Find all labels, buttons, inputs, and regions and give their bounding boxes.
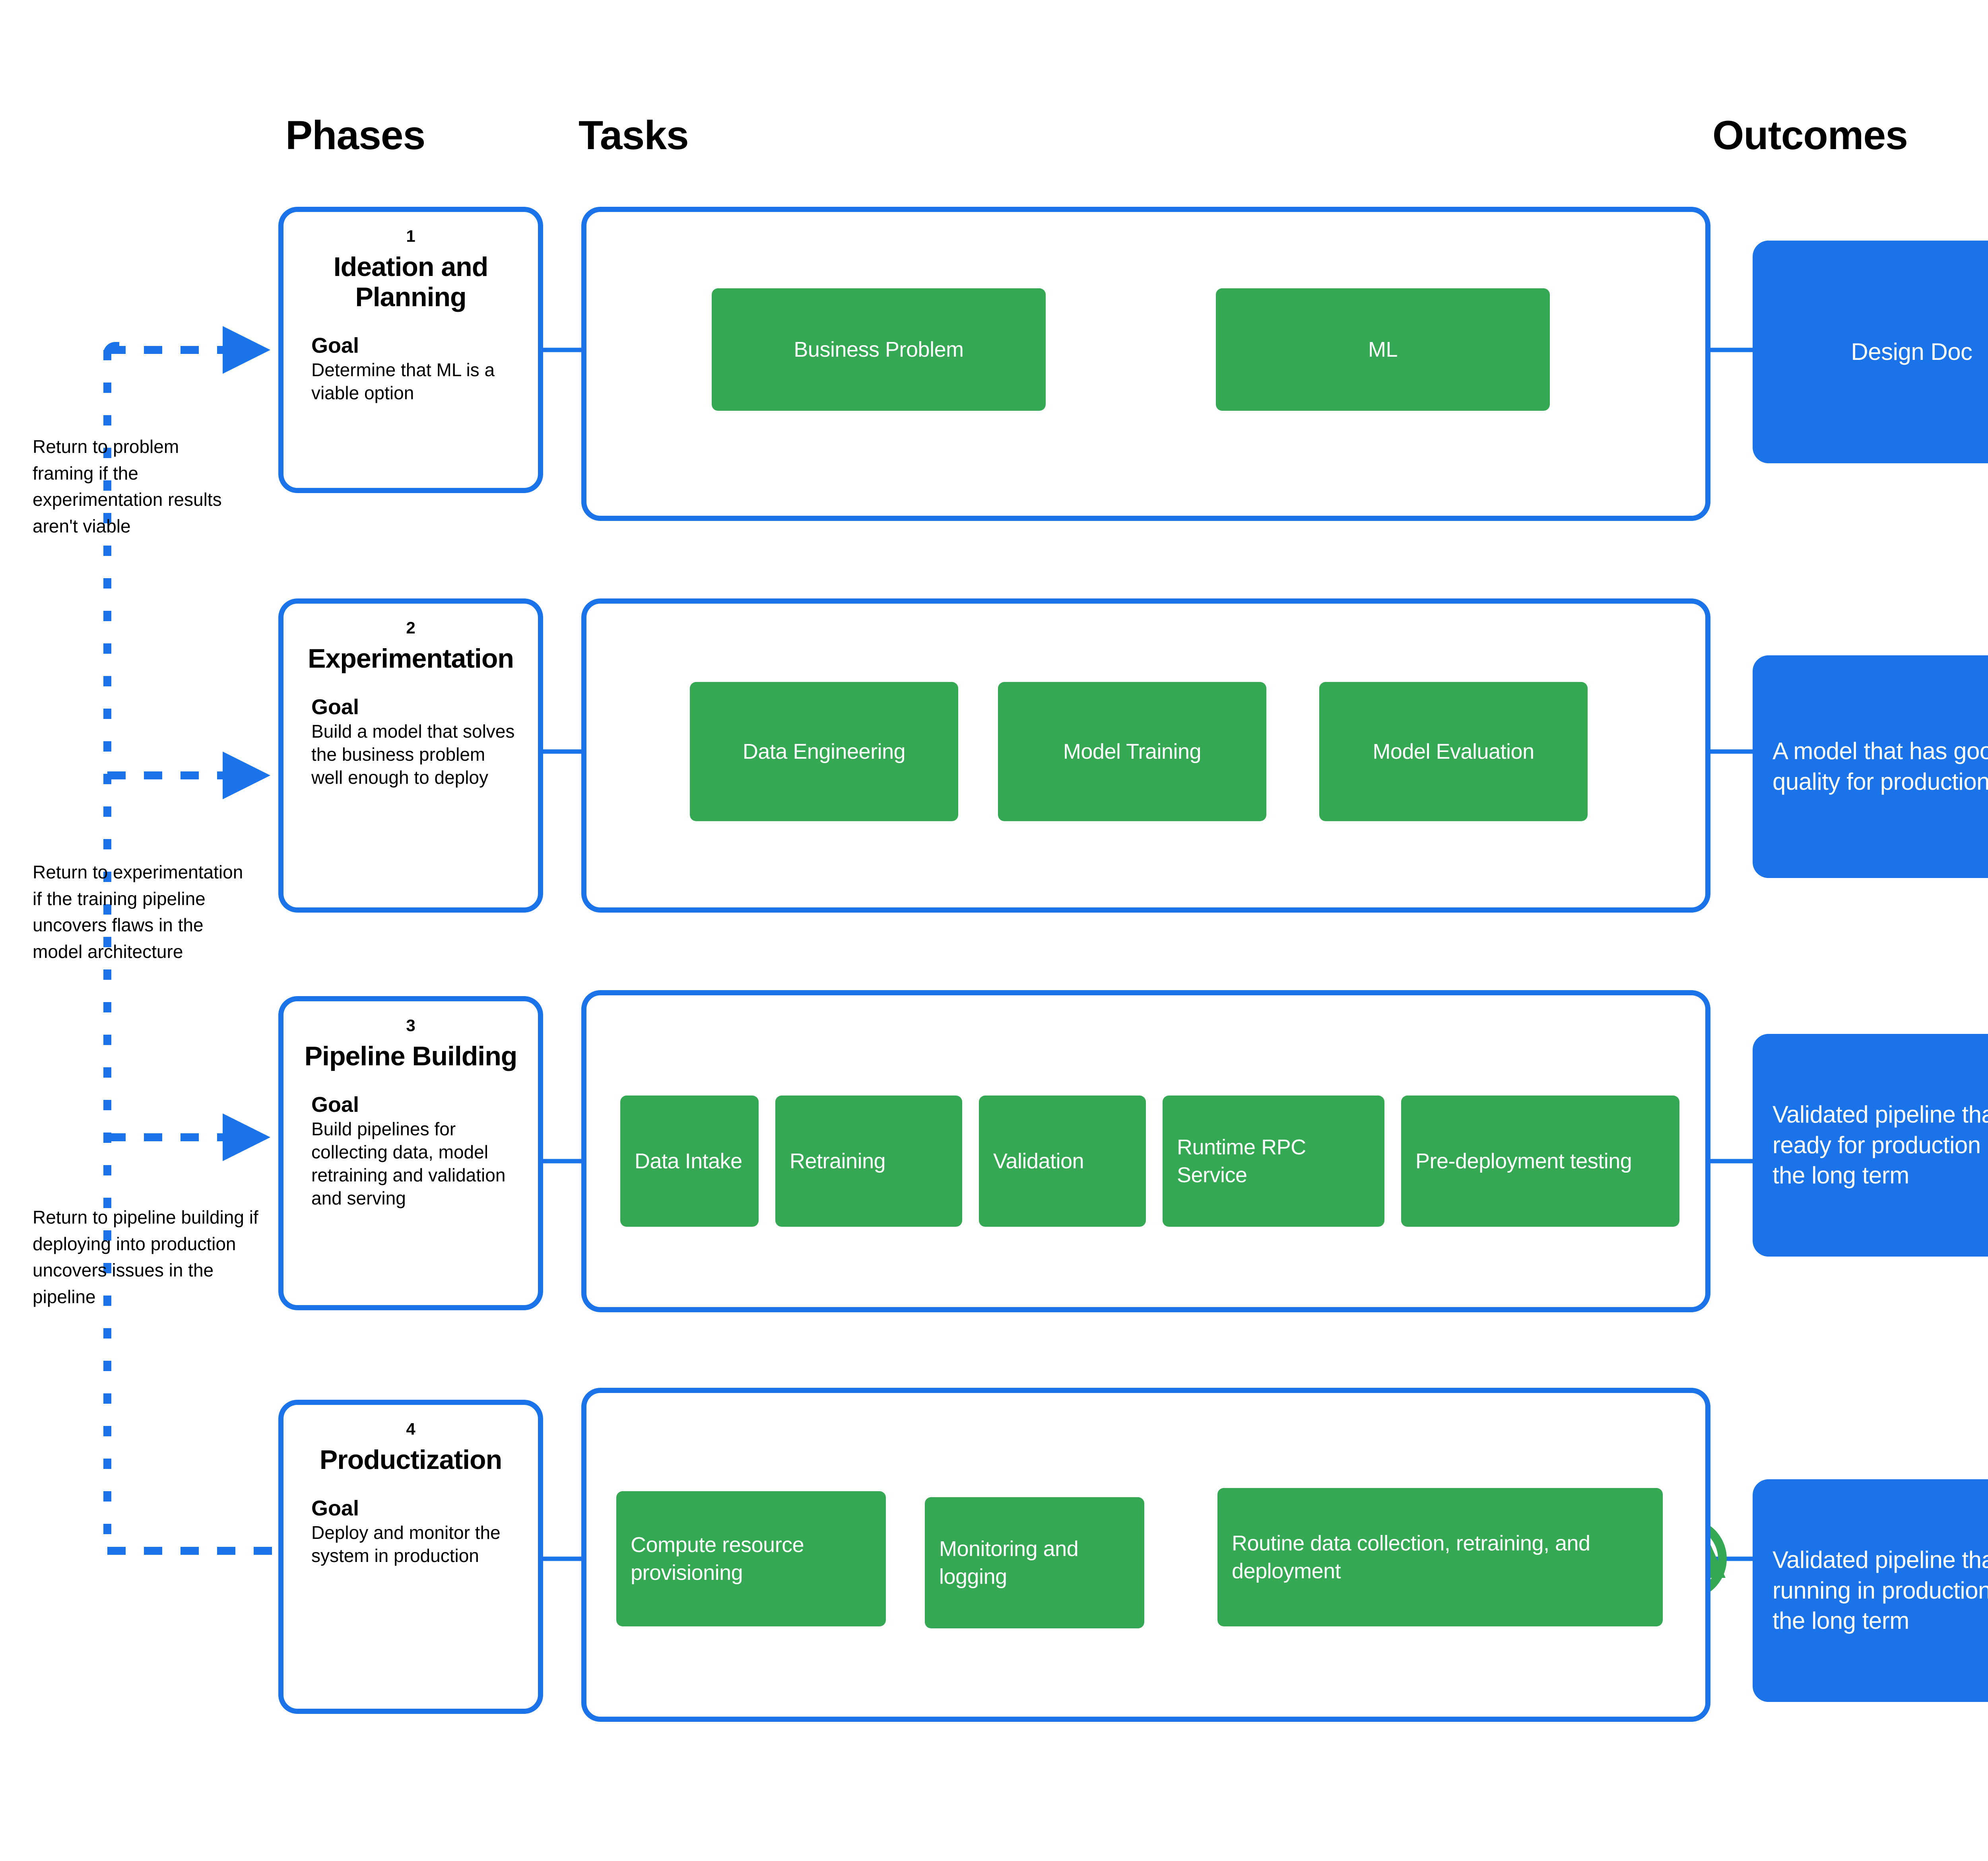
phase-goal-label-1: Goal xyxy=(311,334,359,358)
task-box-runtime-rpc-service[interactable]: Runtime RPC Service xyxy=(1163,1096,1384,1227)
phase-number-4: 4 xyxy=(406,1420,415,1438)
phase-card-3[interactable]: 3 Pipeline Building Goal Build pipelines… xyxy=(278,996,543,1310)
phase-title-1: Ideation and Planning xyxy=(333,252,488,313)
phase-goal-label-2: Goal xyxy=(311,695,359,719)
outcome-box-4[interactable]: Validated pipeline that's running in pro… xyxy=(1753,1479,1988,1702)
task-box-retraining[interactable]: Retraining xyxy=(775,1096,962,1227)
phase-card-1[interactable]: 1 Ideation and Planning Goal Determine t… xyxy=(278,207,543,493)
task-box-pre-deployment-testing[interactable]: Pre-deployment testing xyxy=(1401,1096,1679,1227)
phase-card-4[interactable]: 4 Productization Goal Deploy and monitor… xyxy=(278,1400,543,1714)
task-box-monitoring-and-logging[interactable]: Monitoring and logging xyxy=(925,1497,1144,1628)
task-box-business-problem[interactable]: Business Problem xyxy=(712,288,1046,411)
phase-goal-label-3: Goal xyxy=(311,1093,359,1117)
phase-card-2[interactable]: 2 Experimentation Goal Build a model tha… xyxy=(278,598,543,913)
task-box-data-engineering[interactable]: Data Engineering xyxy=(690,682,958,821)
task-box-routine-data-collection[interactable]: Routine data collection, retraining, and… xyxy=(1217,1488,1663,1626)
feedback-arrowhead-2 xyxy=(223,752,270,799)
phase-goal-text-1: Determine that ML is a viable option xyxy=(311,359,495,404)
outcome-box-2[interactable]: A model that has good quality for produc… xyxy=(1753,655,1988,878)
outcome-box-1[interactable]: Design Doc xyxy=(1753,241,1988,463)
feedback-label-1: Return to problem framing if the experim… xyxy=(33,436,222,537)
phase-goal-text-2: Build a model that solves the business p… xyxy=(311,721,515,788)
task-box-ml[interactable]: ML xyxy=(1216,288,1550,411)
phase-title-2: Experimentation xyxy=(308,643,514,674)
column-header-outcomes: Outcomes xyxy=(1712,113,1908,158)
phase-title-4: Productization xyxy=(319,1445,502,1475)
task-box-compute-resource-provisioning[interactable]: Compute resource provisioning xyxy=(616,1491,886,1626)
task-box-model-evaluation[interactable]: Model Evaluation xyxy=(1319,682,1588,821)
phase-number-1: 1 xyxy=(406,227,415,245)
phase-number-2: 2 xyxy=(406,618,415,637)
feedback-arrowhead-1 xyxy=(223,326,270,374)
phase-goal-text-3: Build pipelines for collecting data, mod… xyxy=(311,1118,506,1208)
task-box-model-training[interactable]: Model Training xyxy=(998,682,1266,821)
feedback-label-2: Return to experimentation if the trainin… xyxy=(33,862,243,962)
phase-goal-text-4: Deploy and monitor the system in product… xyxy=(311,1522,501,1566)
feedback-label-3: Return to pipeline building if deploying… xyxy=(33,1207,258,1307)
phase-number-3: 3 xyxy=(406,1016,415,1035)
column-header-phases: Phases xyxy=(285,113,425,158)
task-box-data-intake[interactable]: Data Intake xyxy=(620,1096,759,1227)
column-header-tasks: Tasks xyxy=(579,113,689,158)
phase-title-3: Pipeline Building xyxy=(304,1041,518,1071)
task-box-validation[interactable]: Validation xyxy=(979,1096,1146,1227)
phase-goal-label-4: Goal xyxy=(311,1496,359,1521)
outcome-box-3[interactable]: Validated pipeline that's ready for prod… xyxy=(1753,1034,1988,1257)
feedback-arrowhead-3 xyxy=(223,1113,270,1161)
feedback-spine-top-corner xyxy=(103,342,119,358)
